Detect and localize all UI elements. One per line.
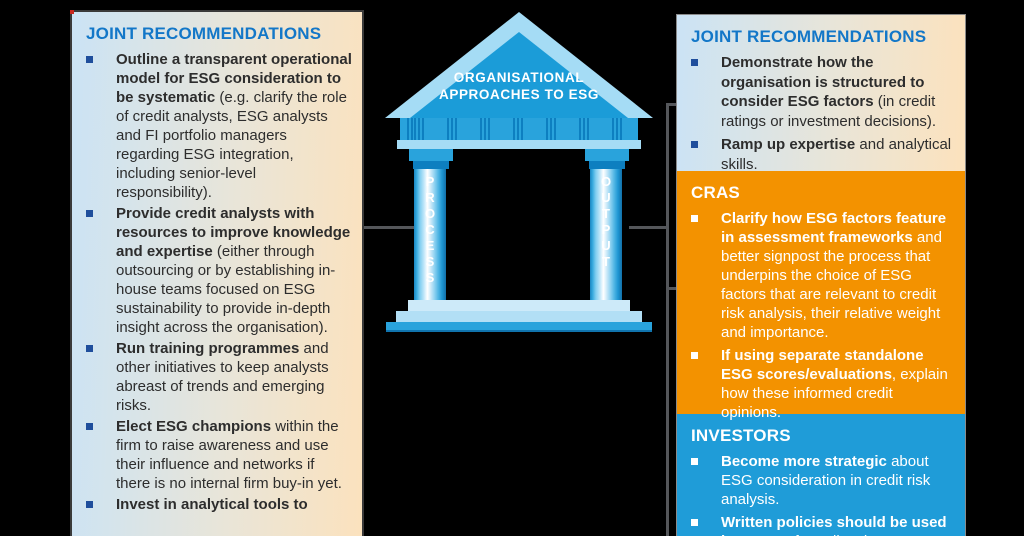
bullet-item: Provide credit analysts with resources t… [72,204,352,337]
bullet-item: Outline a transparent operational model … [72,50,352,202]
left-panel-bullets: Outline a transparent operational model … [72,50,362,514]
bullet-text: Invest in analytical tools to [116,496,308,513]
right-connector-line [629,226,669,229]
bullet-square-icon [86,501,93,508]
left-recommendations-panel: JOINT RECOMMENDATIONS Outline a transpar… [70,10,364,536]
right-pillar-capital-lower [589,161,625,169]
pediment-title: ORGANISATIONAL APPROACHES TO ESG [385,69,653,103]
corner-marker [70,10,74,14]
investors-section-header: INVESTORS [691,426,791,445]
cras-section-bullets: Clarify how ESG factors feature in asses… [677,209,965,422]
bullet-square-icon [691,458,698,465]
bullet-item: If using separate standalone ESG scores/… [677,346,955,422]
bullet-text: Elect ESG champions within the firm to r… [116,418,342,492]
bullet-square-icon [691,352,698,359]
bullet-square-icon [86,423,93,430]
pediment-title-line2: APPROACHES TO ESG [439,87,599,102]
joint-section-header: JOINT RECOMMENDATIONS [691,27,927,46]
bullet-text: If using separate standalone ESG scores/… [721,347,948,421]
section-investors: INVESTORS Become more strategic about ES… [677,414,965,536]
bullet-text: Ramp up expertise and analytical skills. [721,136,952,173]
pediment-shape: ORGANISATIONAL APPROACHES TO ESG [385,12,653,118]
bullet-square-icon [86,56,93,63]
section-cras: CRAS Clarify how ESG factors feature in … [677,171,965,421]
cras-section-header: CRAS [691,183,740,202]
bullet-square-icon [691,519,698,526]
bullet-item: Elect ESG champions within the firm to r… [72,417,352,493]
pediment-title-line1: ORGANISATIONAL [453,70,585,85]
right-pillar-capital [585,149,629,161]
bullet-text: Become more strategic about ESG consider… [721,453,931,508]
bullet-square-icon [691,141,698,148]
temple-base-slab [386,322,652,332]
left-connector-line [364,226,414,229]
bullet-text: Outline a transparent operational model … [116,51,352,201]
bullet-item: Ramp up expertise and analytical skills. [677,135,955,174]
section-joint-recommendations: JOINT RECOMMENDATIONS Demonstrate how th… [677,15,965,174]
bullet-square-icon [86,345,93,352]
bullet-text: Clarify how ESG factors feature in asses… [721,210,947,341]
investors-section-bullets: Become more strategic about ESG consider… [677,452,965,536]
bullet-text: Demonstrate how the organisation is stru… [721,54,937,130]
bullet-square-icon [86,210,93,217]
bullet-item: Clarify how ESG factors feature in asses… [677,209,955,342]
left-pillar-capital-lower [413,161,449,169]
temple-frieze-lower [397,140,641,149]
joint-section-bullets: Demonstrate how the organisation is stru… [677,53,965,174]
bullet-square-icon [691,215,698,222]
bullet-item: Invest in analytical tools to [72,495,352,514]
temple-base-step2 [396,311,642,322]
bullet-item: Become more strategic about ESG consider… [677,452,955,509]
right-bracket-top-stub [666,103,677,106]
bullet-square-icon [691,59,698,66]
right-bracket-mid-stub [666,287,677,290]
right-bracket-vertical-line [666,103,669,536]
bullet-text: Written policies should be used by AMs t… [721,514,947,536]
left-pillar-capital [409,149,453,161]
temple-frieze [400,118,638,140]
bullet-item: Demonstrate how the organisation is stru… [677,53,955,131]
right-recommendations-panel: JOINT RECOMMENDATIONS Demonstrate how th… [676,14,966,536]
temple-base-step1 [408,300,630,311]
bullet-text: Run training programmes and other initia… [116,340,329,414]
bullet-item: Written policies should be used by AMs t… [677,513,955,536]
bullet-item: Run training programmes and other initia… [72,339,352,415]
bullet-text: Provide credit analysts with resources t… [116,205,351,336]
left-panel-header: JOINT RECOMMENDATIONS [86,24,322,43]
